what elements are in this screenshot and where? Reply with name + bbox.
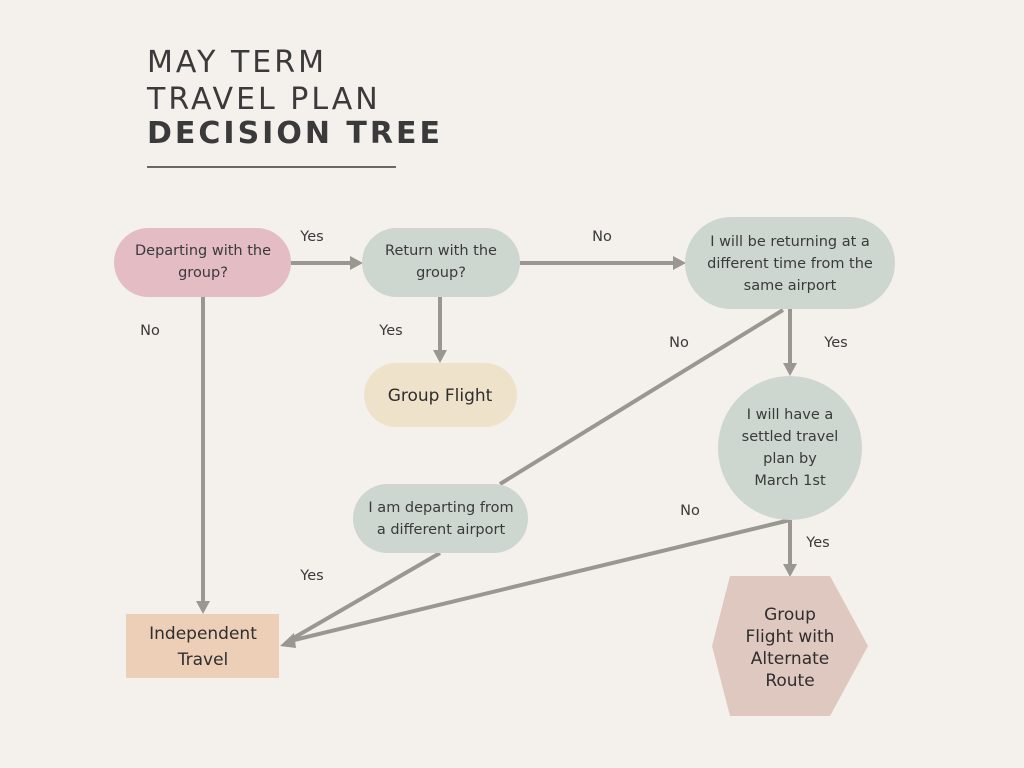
svg-text:different time from the: different time from the [707,256,873,272]
edge-settled-to-independent [289,518,791,643]
label-return-yes: Yes [378,323,402,339]
node-alternate-route: Group Flight with Alternate Route [712,576,868,716]
svg-text:a different airport: a different airport [377,522,506,538]
svg-text:Independent: Independent [149,624,257,644]
svg-text:settled travel: settled travel [742,429,839,445]
edge-diff-time-to-diff-airport [498,308,785,486]
label-return-no: No [592,229,612,245]
arrowhead [783,564,797,577]
edge-diff-airport-to-independent [288,551,442,642]
svg-text:group?: group? [178,265,228,281]
svg-text:Route: Route [765,671,814,691]
svg-text:March 1st: March 1st [754,473,826,489]
svg-text:I will have a: I will have a [747,407,834,423]
svg-text:I will be returning at a: I will be returning at a [710,234,870,250]
label-diff-airport-yes: Yes [299,568,323,584]
arrowhead [196,601,210,614]
edges [196,256,797,648]
label-diff-time-no: No [669,335,689,351]
label-settled-no: No [680,503,700,519]
title-line-1: MAY TERM [147,45,327,80]
node-returning-different-time: I will be returning at a different time … [685,217,895,309]
arrowhead [280,633,296,648]
node-return-with-group: Return with the group? [362,228,520,297]
svg-text:Group: Group [764,605,816,625]
arrowhead [783,363,797,376]
svg-text:plan by: plan by [763,451,817,467]
label-departing-yes: Yes [299,229,323,245]
label-diff-time-yes: Yes [823,335,847,351]
node-independent-travel: Independent Travel [126,614,279,678]
title-line-2: TRAVEL PLAN [146,82,381,117]
arrowhead [350,256,363,270]
svg-text:same airport: same airport [744,278,837,294]
title-line-3: DECISION TREE [147,116,443,151]
svg-text:group?: group? [416,265,466,281]
svg-text:Return with the: Return with the [385,243,497,259]
node-different-airport: I am departing from a different airport [353,484,528,553]
node-departing-with-group: Departing with the group? [114,228,291,297]
svg-text:Group Flight: Group Flight [388,386,493,406]
svg-text:Travel: Travel [177,650,229,670]
label-settled-yes: Yes [805,535,829,551]
label-departing-no: No [140,323,160,339]
arrowhead [433,350,447,363]
svg-text:Alternate: Alternate [751,649,829,669]
svg-text:Departing with the: Departing with the [135,243,271,259]
svg-text:Flight with: Flight with [746,627,835,647]
node-group-flight: Group Flight [364,363,517,427]
svg-text:I am departing from: I am departing from [368,500,513,516]
arrowhead [673,256,686,270]
node-settled-travel-plan: I will have a settled travel plan by Mar… [718,376,862,520]
